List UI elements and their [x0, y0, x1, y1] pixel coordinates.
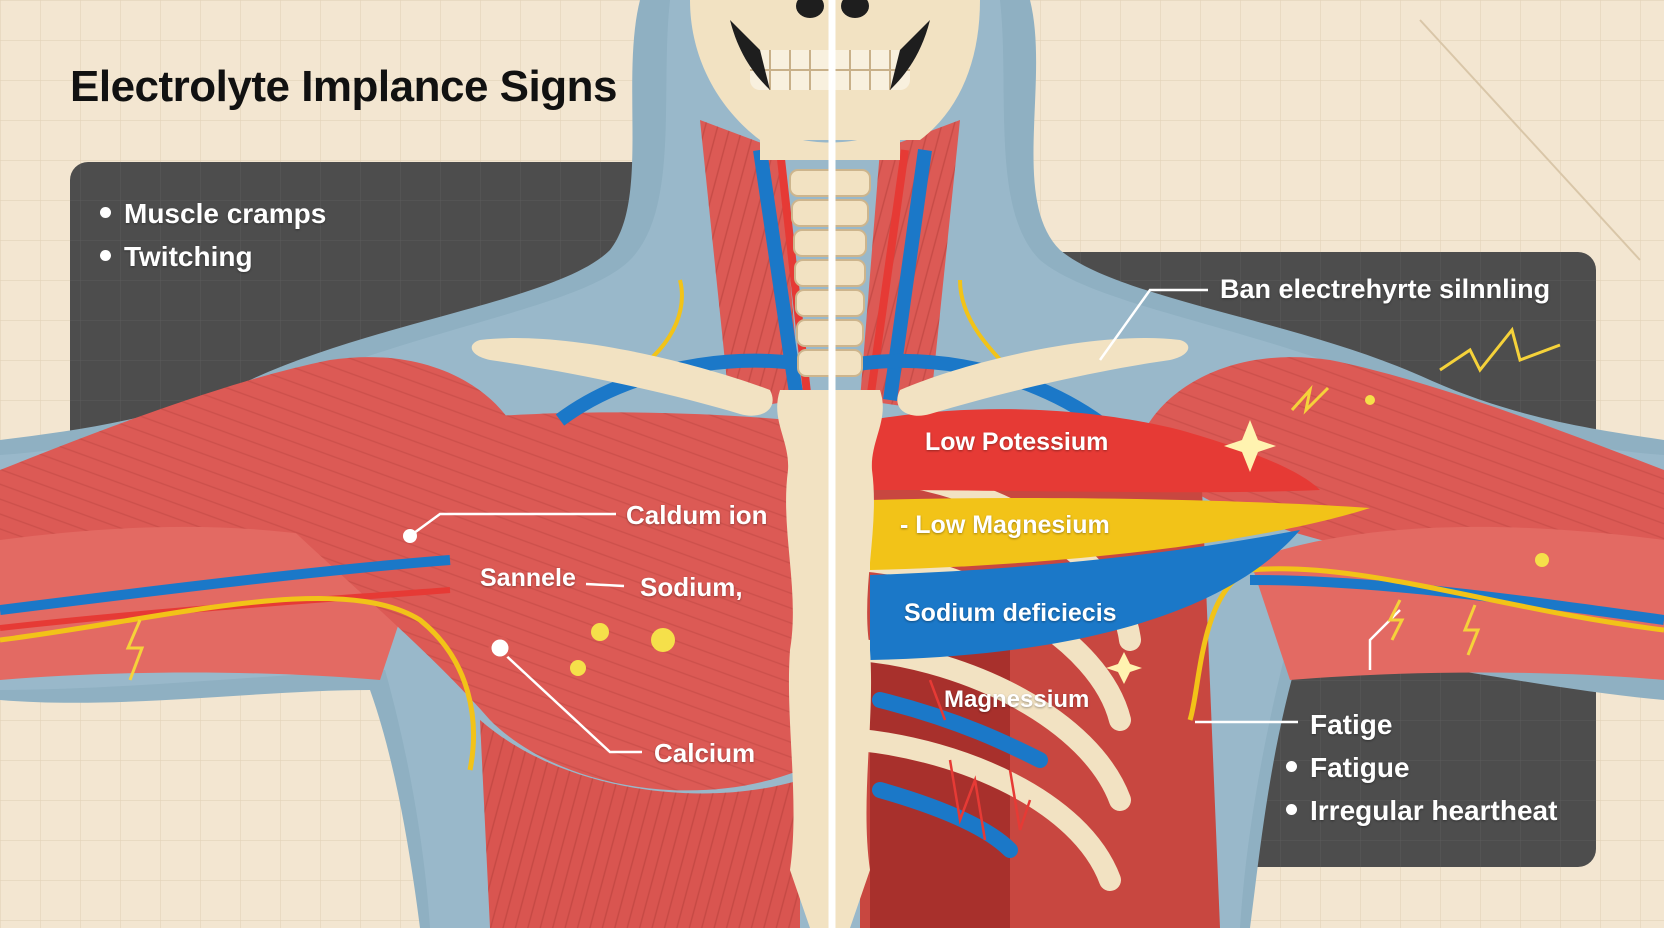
label-calcium-ion: Caldum ion [626, 500, 768, 530]
ion-dots [570, 395, 1549, 676]
band-sodium-deficiency [870, 530, 1300, 660]
left-symptom-item: Twitching [100, 235, 326, 278]
band-label-magnesium: Magnessium [944, 686, 1090, 713]
band-label-low-magnesium: - Low Magnesium [900, 511, 1110, 539]
leader-lines [409, 288, 1401, 754]
sparkle-icon [1224, 420, 1276, 472]
band-low-magnesium [870, 497, 1370, 570]
left-abdominal-fibers [480, 720, 800, 928]
leader-ring-calcium [488, 636, 512, 660]
arm-muscle-right [1250, 526, 1664, 680]
page-title: Electrolyte Implance Signs [70, 62, 617, 111]
arm-muscle-left [0, 526, 420, 680]
label-calcium: Calcium [654, 738, 756, 768]
background-sketch-line [1419, 19, 1641, 261]
shoulder-fibers [0, 357, 1664, 600]
label-sodium: Sodium, [640, 572, 743, 602]
red-fibrils [928, 679, 1032, 841]
left-arm-nerve [0, 595, 476, 771]
neck-vein-left [753, 148, 807, 422]
right-symptom-item: Irregular heartheat [1286, 789, 1557, 832]
left-symptom-list: Muscle cramps Twitching [100, 192, 326, 278]
left-arm-vein [0, 555, 451, 615]
right-symptom-item: Fatigue [1286, 746, 1557, 789]
band-low-potassium [870, 409, 1320, 493]
right-rib-blue-bands [872, 692, 1048, 858]
label-sannele: Sannele [480, 564, 576, 592]
right-panel-heading: Ban electrehyrte silnnling [1220, 274, 1551, 304]
left-pectoral-fibers [230, 412, 800, 791]
spark-icons [125, 326, 1561, 681]
left-symptom-item: Muscle cramps [100, 192, 326, 235]
sparkle-icon-small [1106, 652, 1142, 684]
clavicle-left [471, 338, 773, 416]
clavicle-right [897, 338, 1189, 416]
band-label-low-potassium: Low Potessium [925, 428, 1109, 456]
right-symptom-list: Fatigue Irregular heartheat [1286, 746, 1557, 832]
right-arm-nerve [1187, 566, 1664, 721]
label-fatigue: Fatige [1310, 709, 1393, 740]
band-label-sodium-deficiency: Sodium deficiecis [904, 599, 1117, 627]
leader-dot-calcium-ion [403, 529, 417, 543]
